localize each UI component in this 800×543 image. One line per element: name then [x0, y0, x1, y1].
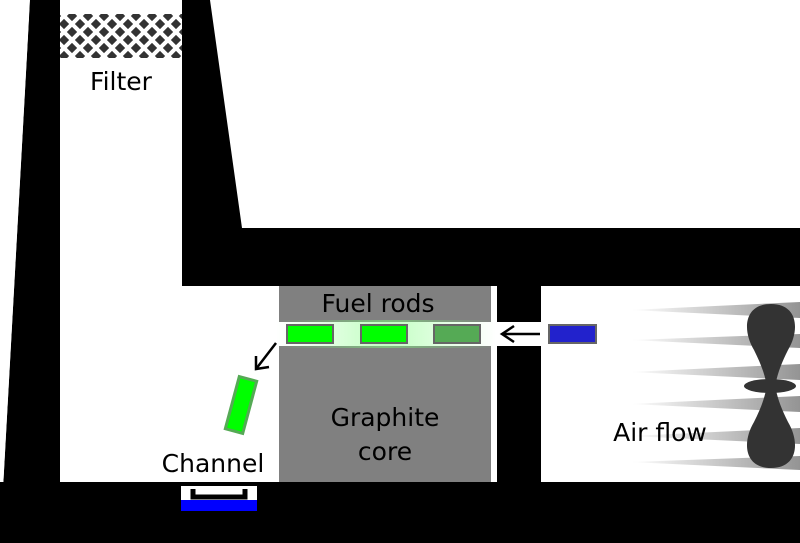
fuel-rod-1 [286, 324, 334, 344]
incoming-rod [548, 324, 597, 344]
air-flow-label: Air flow [613, 418, 707, 447]
left-outer-slope [0, 0, 30, 543]
channel-rim [190, 489, 248, 500]
graphite-core-label-line1: Graphite [331, 403, 440, 432]
left-wall-slope-fill [6, 0, 60, 482]
fuel-rod-2 [360, 324, 408, 344]
fan-propeller-icon [744, 304, 796, 468]
filter-label: Filter [90, 67, 153, 96]
arrow-down-left-icon [254, 342, 277, 371]
arrow-left-icon [499, 324, 540, 344]
filter-icon [60, 14, 182, 58]
fuel-rods-label: Fuel rods [321, 289, 434, 318]
graphite-core [279, 286, 491, 482]
graphite-core-label-line2: core [358, 437, 412, 466]
channel-label: Channel [162, 449, 265, 478]
floor [0, 482, 800, 543]
chimney-right-wall [182, 0, 800, 286]
fuel-rod-3 [433, 324, 481, 344]
falling-fuel-rod [223, 374, 259, 436]
center-pillar-lower [497, 346, 541, 482]
center-pillar [497, 286, 541, 322]
